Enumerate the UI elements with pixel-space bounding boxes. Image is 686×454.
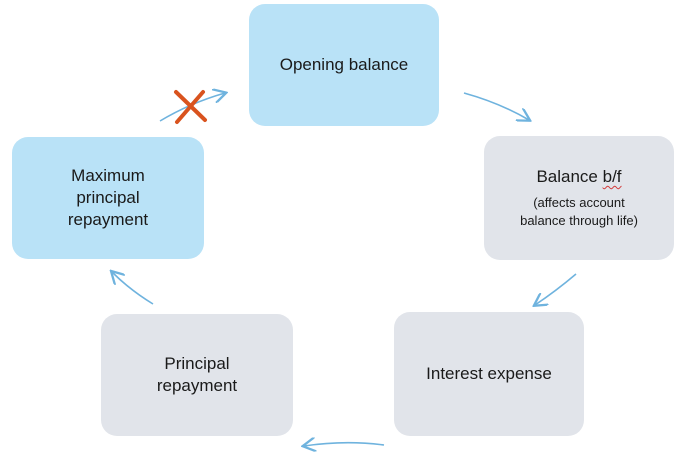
node-maximum-principal-repayment-label: Maximum principal repayment — [67, 166, 149, 229]
arrow-balance-to-interest — [535, 273, 577, 305]
node-opening-balance-label: Opening balance — [279, 55, 409, 74]
arrow-opening-to-balance — [463, 92, 529, 120]
node-interest-expense: Interest expense — [394, 312, 584, 436]
node-balance-bf-label-abbrev: b/f — [602, 167, 622, 186]
node-principal-repayment-label: Principal repayment — [156, 354, 238, 395]
cross-mark-icon — [174, 90, 207, 124]
node-interest-expense-label: Interest expense — [426, 364, 552, 383]
node-balance-bf-label: Balance b/f — [536, 166, 621, 188]
node-maximum-principal-repayment: Maximum principal repayment — [12, 137, 204, 259]
node-principal-repayment: Principal repayment — [101, 314, 293, 436]
arrow-interest-to-principal — [304, 443, 385, 446]
node-opening-balance: Opening balance — [249, 4, 439, 126]
arrow-principal-to-maximum — [112, 272, 154, 305]
node-balance-bf-note: (affects account balance through life) — [520, 195, 638, 228]
node-balance-bf-label-main: Balance — [536, 167, 603, 186]
node-balance-bf: Balance b/f (affects account balance thr… — [484, 136, 674, 260]
